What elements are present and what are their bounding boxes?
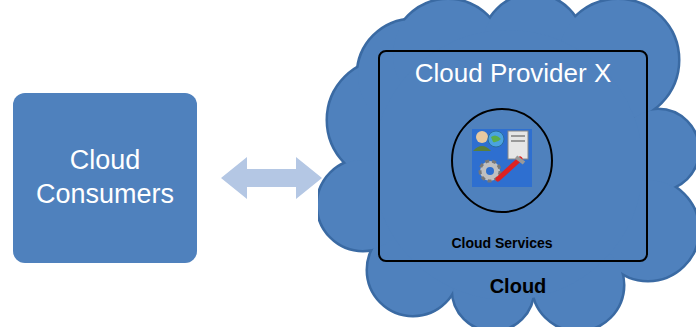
services-icons	[450, 107, 554, 214]
provider-box: Cloud Provider X Cloud Services	[378, 50, 648, 262]
box-label: Cloud Consumers	[23, 144, 187, 212]
double-arrow	[221, 157, 322, 199]
provider-label: Cloud Provider X	[380, 58, 646, 89]
services-circle: Cloud Services	[450, 107, 554, 214]
cloud-label: Cloud	[438, 275, 598, 298]
services-label: Cloud Services	[402, 235, 602, 251]
cloud-shape: Cloud Cloud Provider X Cloud Services	[318, 0, 696, 327]
consumer-box: Cloud Consumers	[13, 93, 197, 263]
